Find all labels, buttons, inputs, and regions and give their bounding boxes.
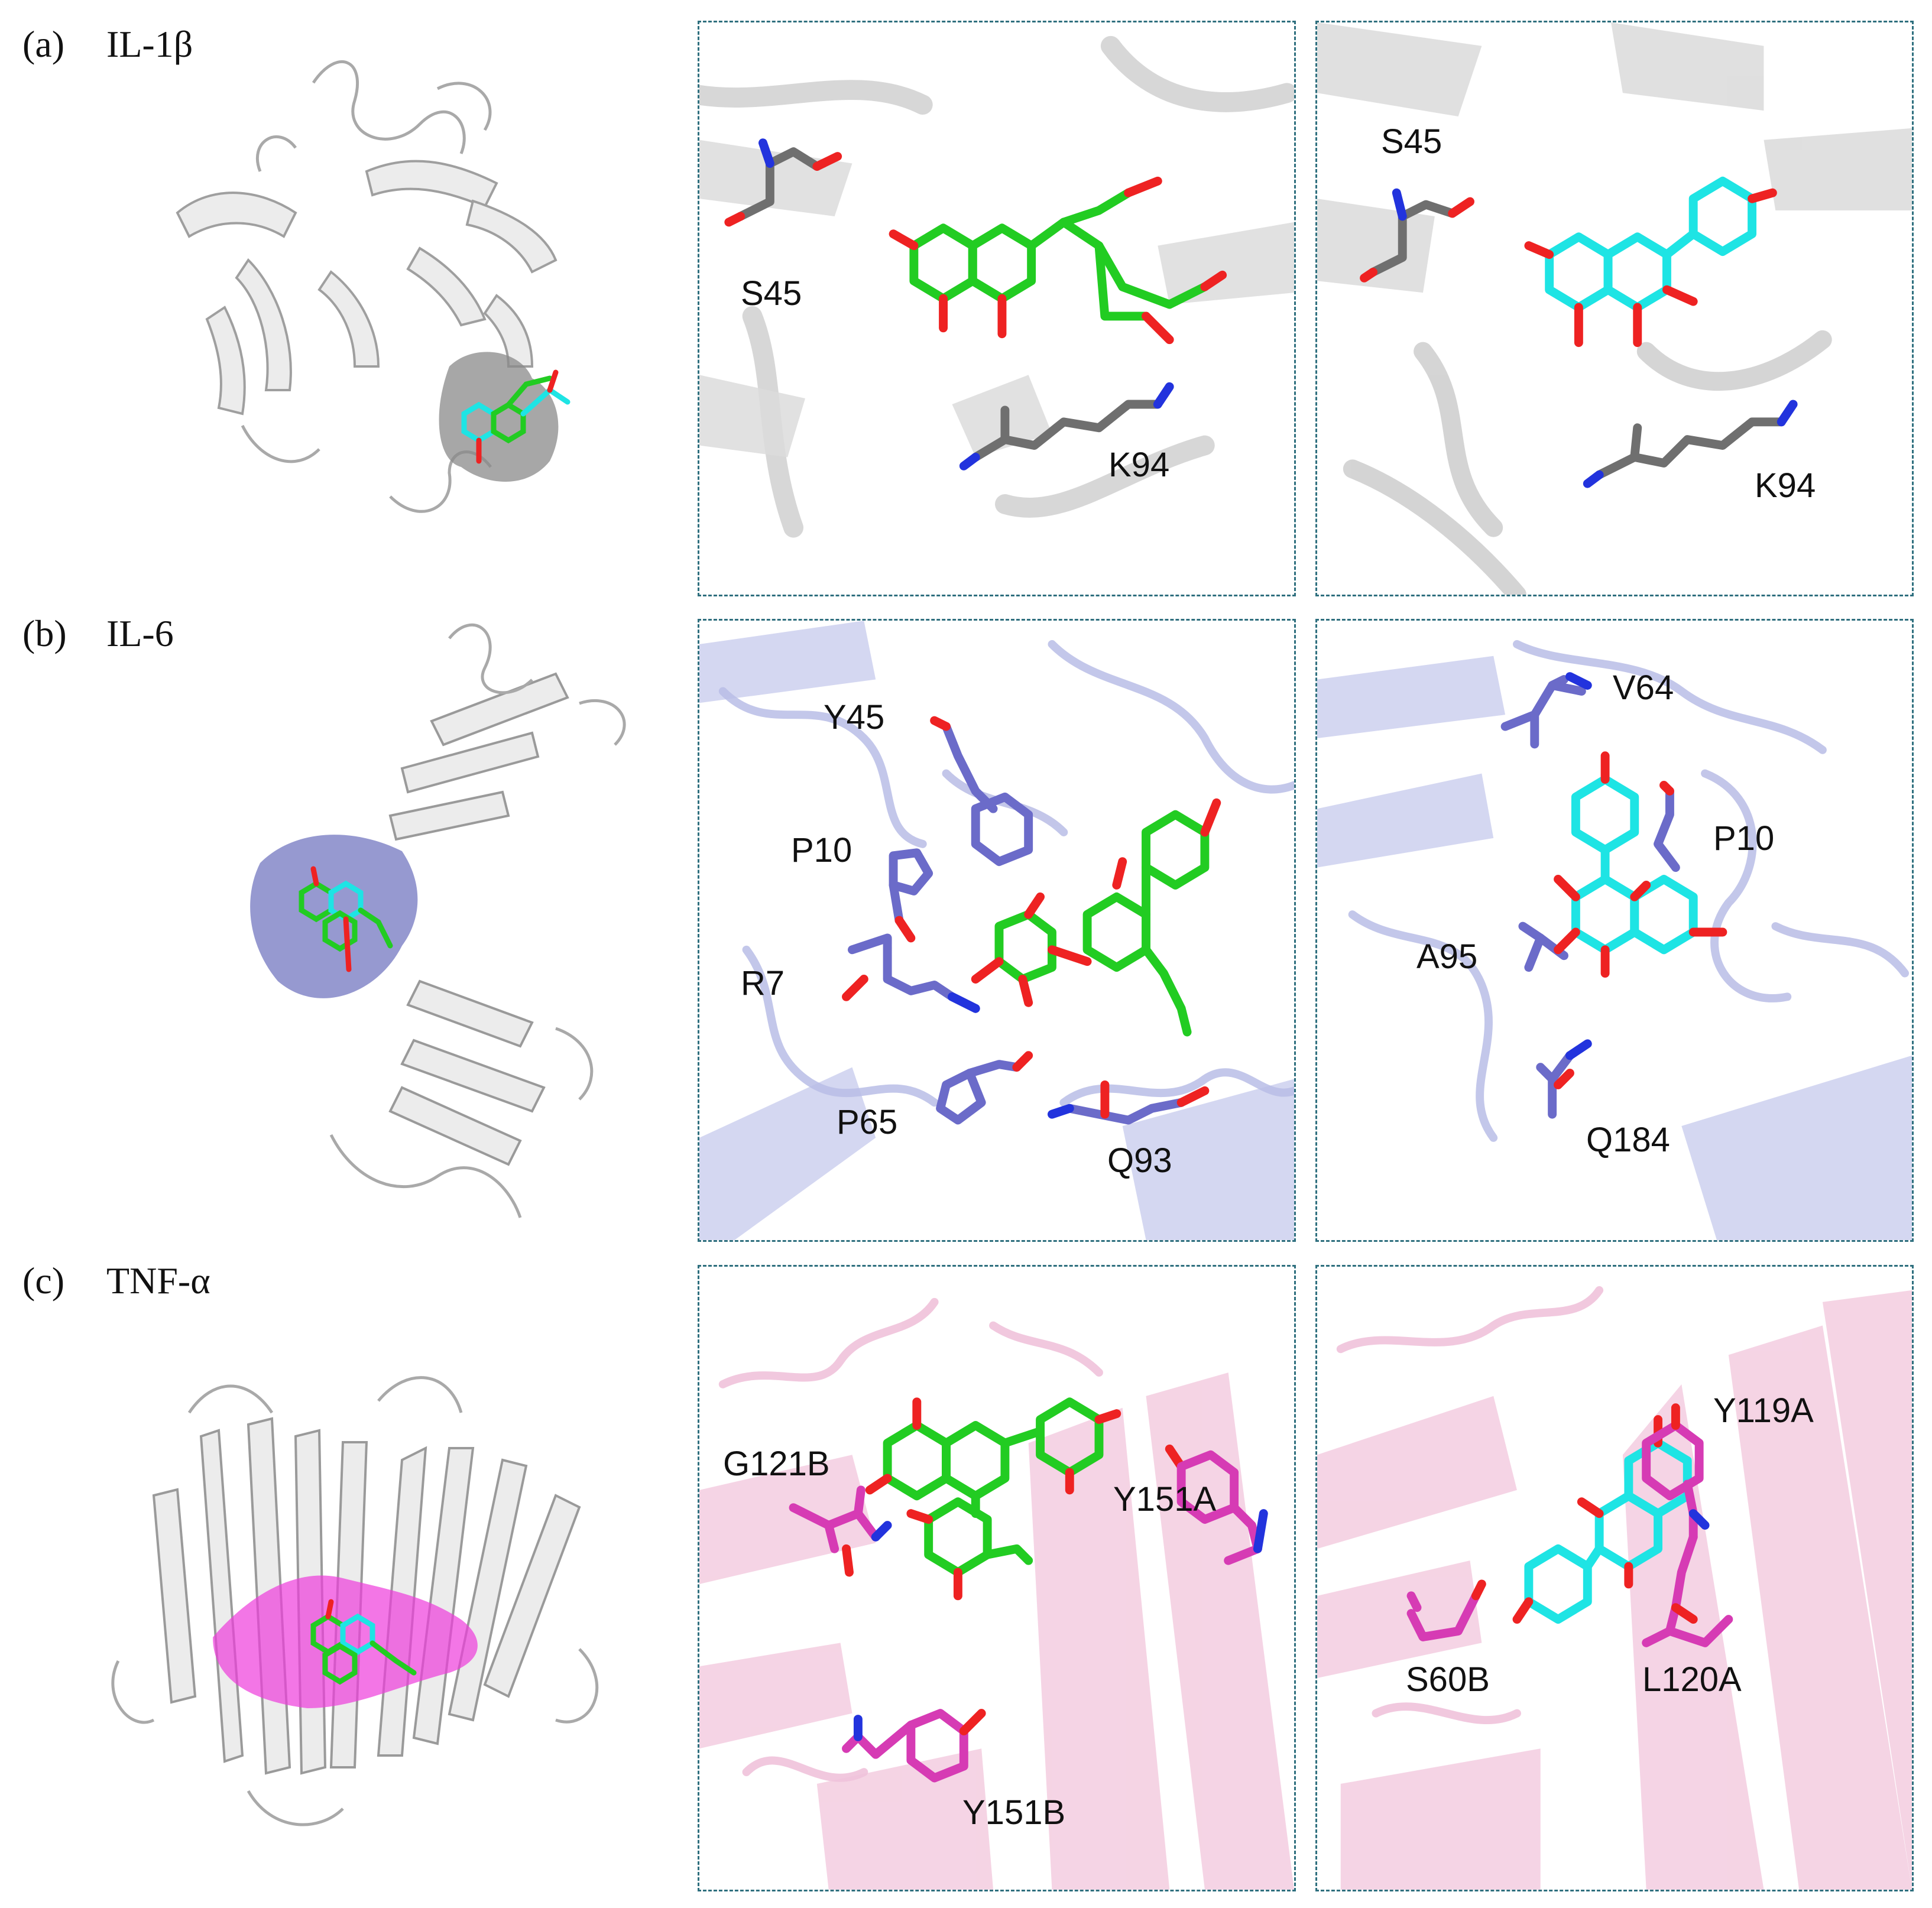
il1b-complex-a-scene <box>699 35 1294 538</box>
il6-complex-a-scene <box>699 621 1294 1240</box>
tnf-overview-structure <box>111 1376 599 1826</box>
q93-sidechain-stick <box>1047 1080 1210 1125</box>
ligand-b-stick <box>1554 751 1727 978</box>
r7-sidechain-stick <box>842 933 980 1013</box>
residue-label: V64 <box>1613 669 1674 707</box>
row-letter: (c) <box>22 1260 65 1302</box>
residue-label: P10 <box>1713 819 1775 858</box>
ligand-a-stick <box>865 1397 1121 1601</box>
y45-sidechain-stick <box>930 716 1033 867</box>
ligand-b-stick <box>1512 1415 1692 1624</box>
il6-overview-structure <box>250 624 626 1218</box>
q184-sidechain-stick <box>1536 1039 1592 1119</box>
il1b-overview-structure <box>176 60 570 513</box>
row-letter: (a) <box>22 23 65 65</box>
row-letter: (b) <box>22 612 67 654</box>
tnf-complex-b-panel: Y119A S60B L120A <box>1315 1265 1914 1891</box>
residue-label: R7 <box>741 964 785 1002</box>
y151b-sidechain-stick <box>842 1709 986 1783</box>
residue-label: S45 <box>741 274 802 313</box>
residue-label: S45 <box>1381 122 1442 161</box>
residue-label: P65 <box>837 1103 898 1141</box>
residue-label: K94 <box>1108 446 1170 484</box>
v64-sidechain-stick <box>1500 672 1592 749</box>
residue-label: Y151A <box>1113 1480 1217 1518</box>
il6-complex-b-panel: V64 P10 A95 Q184 <box>1315 619 1914 1242</box>
k94-sidechain-stick <box>959 382 1174 470</box>
y151a-sidechain-stick <box>1165 1444 1268 1565</box>
y119a-sidechain-stick <box>1642 1403 1710 1542</box>
il1b-complex-b-scene <box>1317 22 1912 595</box>
residue-label: K94 <box>1755 466 1816 505</box>
s45-sidechain-stick <box>724 138 842 227</box>
ligand-b-stick <box>1524 176 1777 348</box>
tnf-complex-a-scene <box>699 1297 1294 1890</box>
protein-name: IL-1β <box>106 23 193 65</box>
l120a-sidechain-stick <box>1642 1532 1733 1647</box>
il6-complex-a-panel: Y45 P10 R7 P65 Q93 <box>698 619 1296 1242</box>
protein-name: TNF-α <box>106 1260 210 1302</box>
p10-sidechain-stick <box>889 848 933 943</box>
p65-sidechain-stick <box>936 1051 1033 1125</box>
residue-label: P10 <box>791 831 852 869</box>
residue-label: L120A <box>1642 1660 1742 1699</box>
protein-name: IL-6 <box>106 612 174 654</box>
residue-label: G121B <box>723 1445 830 1483</box>
residue-label: Q184 <box>1586 1121 1670 1159</box>
residue-label: S60B <box>1406 1660 1490 1699</box>
il1b-complex-b-panel: S45 K94 <box>1315 21 1914 596</box>
tnf-complex-b-scene <box>1317 1286 1912 1890</box>
tnf-complex-a-panel: G121B Y151A Y151B <box>698 1265 1296 1891</box>
ligand-a-stick <box>889 176 1227 345</box>
p10-sidechain-stick <box>1654 781 1680 872</box>
residue-label: Y45 <box>824 698 885 736</box>
residue-label: Y151B <box>962 1793 1066 1832</box>
il6-complex-b-scene <box>1317 640 1912 1240</box>
residue-label: Y119A <box>1713 1391 1814 1430</box>
s60b-sidechain-stick <box>1406 1579 1486 1641</box>
s45-sidechain-stick <box>1360 188 1474 283</box>
ligand-a-stick <box>971 798 1221 1037</box>
g121b-sidechain-stick <box>789 1485 892 1577</box>
il1b-complex-a-panel: S45 K94 <box>698 21 1296 596</box>
residue-label: A95 <box>1416 937 1478 976</box>
residue-label: Q93 <box>1107 1141 1172 1180</box>
k94-sidechain-stick <box>1583 400 1798 488</box>
